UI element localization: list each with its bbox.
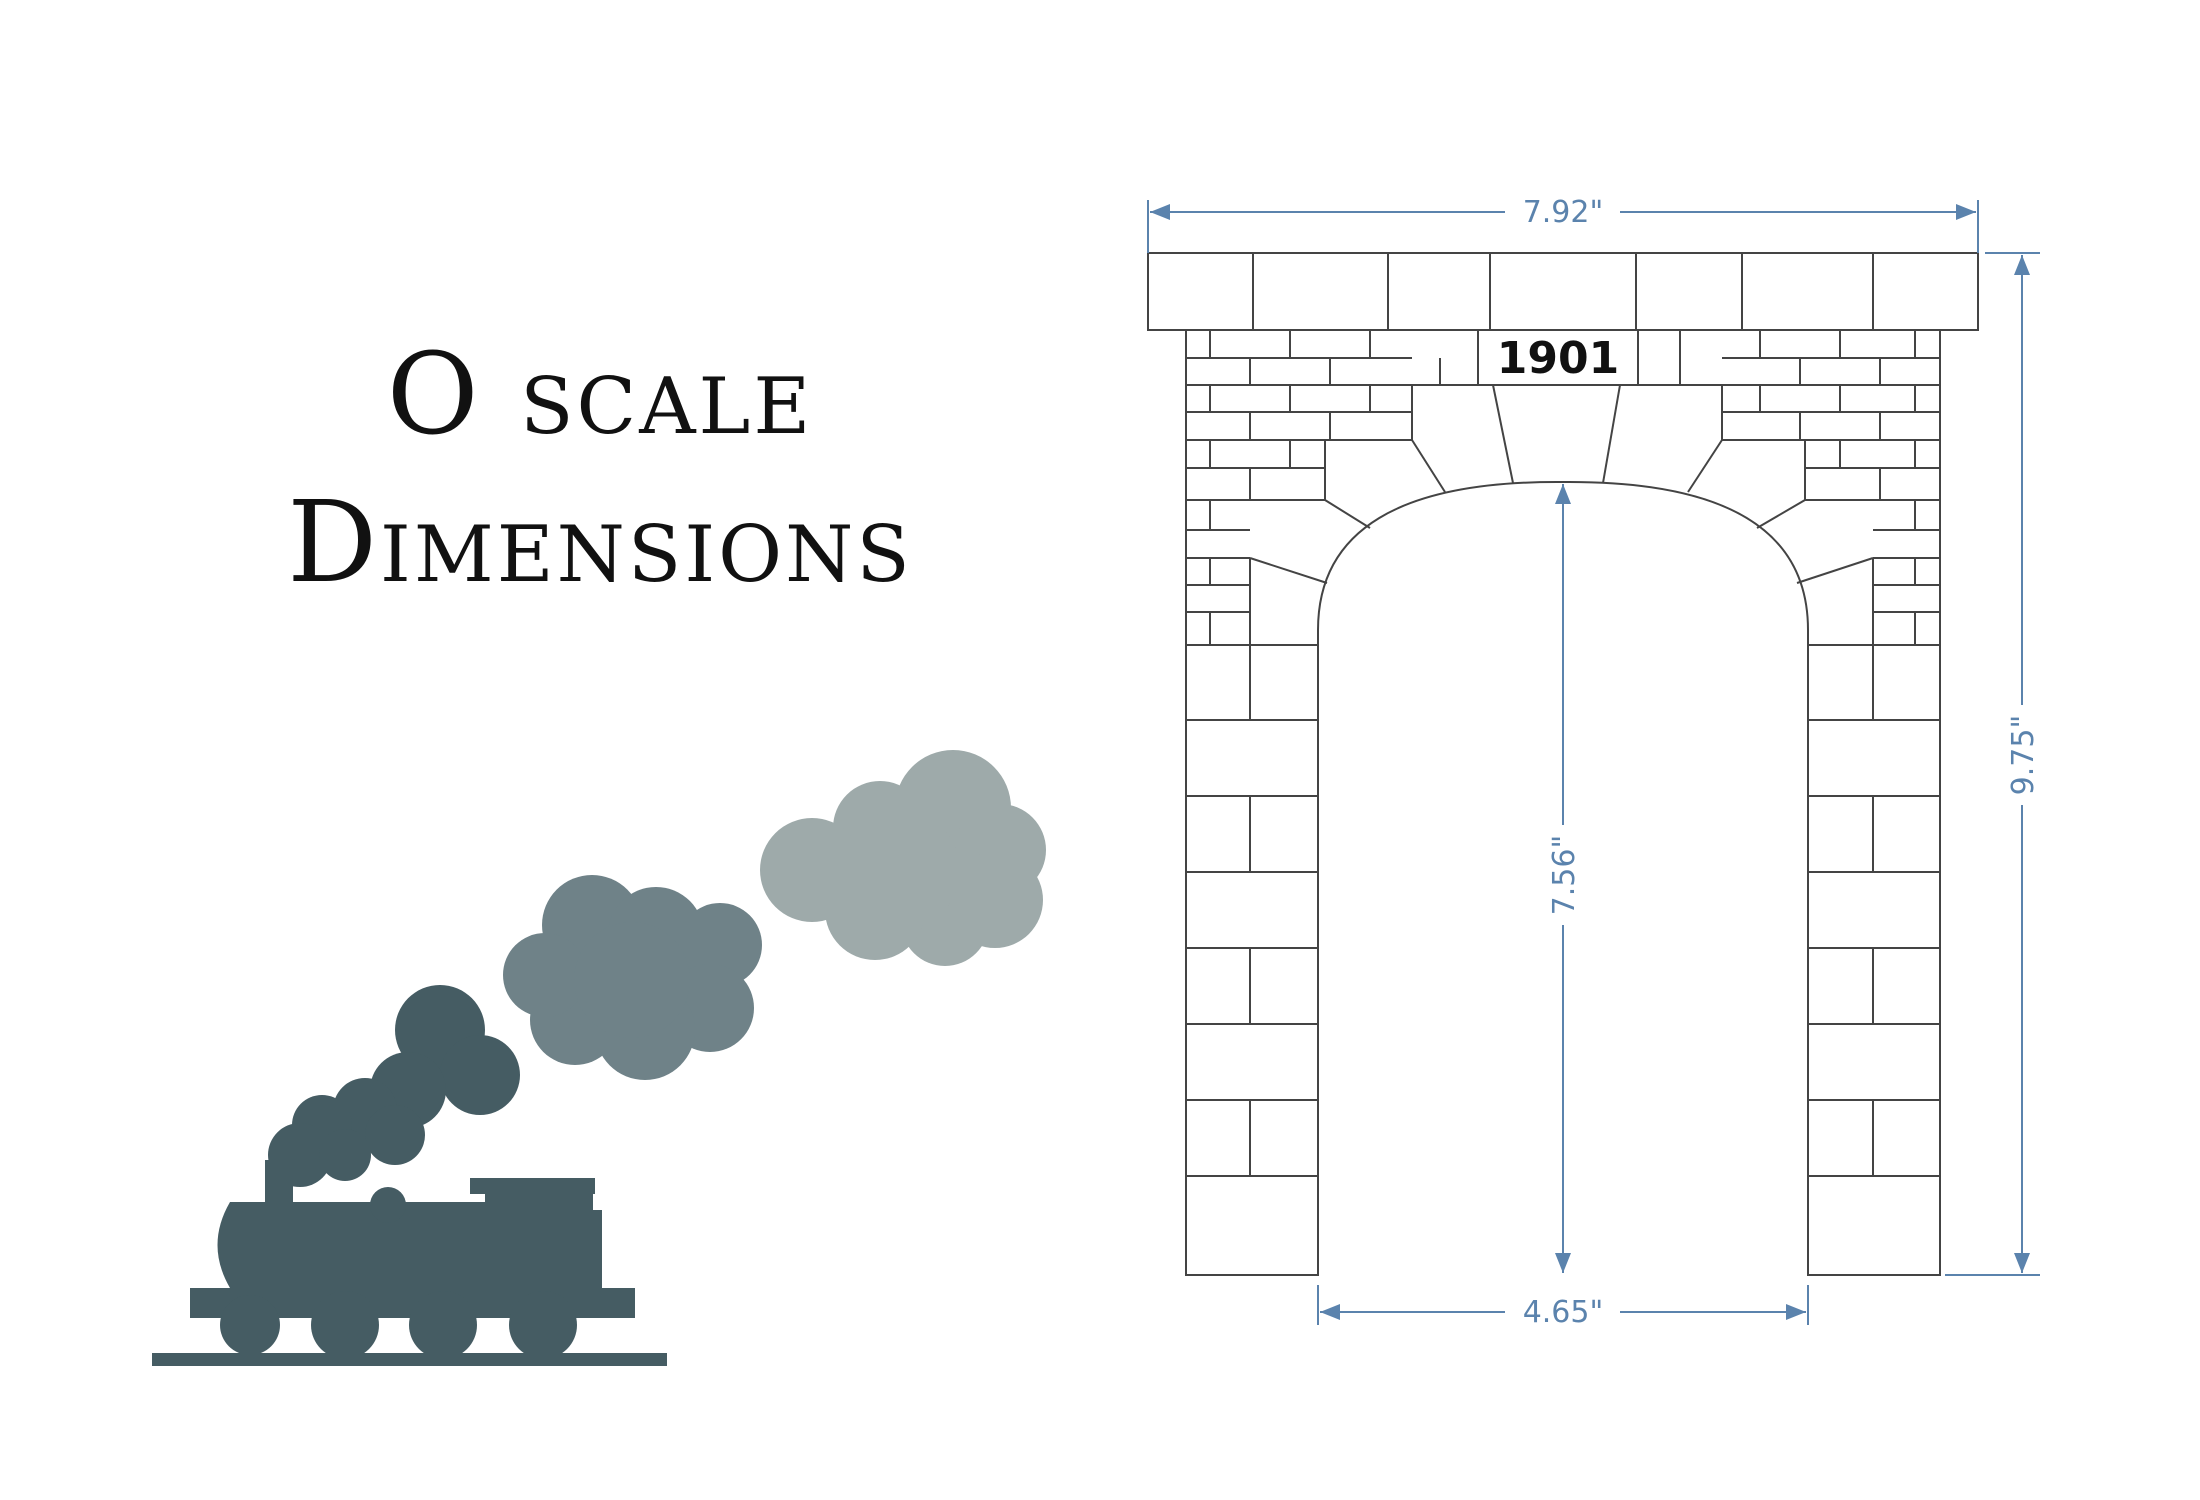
smoke-cloud-light-icon [760, 750, 1046, 966]
portal-cap [1147, 252, 1979, 331]
portal-wall [1185, 330, 1941, 1276]
dimension-overall-height [1945, 252, 2040, 1276]
date-plate [1477, 329, 1639, 386]
smoke-cloud-dark-icon [268, 985, 520, 1187]
steam-locomotive-icon [152, 1160, 667, 1366]
dimension-opening-height-label: 7.56" [1547, 835, 1582, 916]
smoke-cloud-mid-icon [503, 875, 762, 1080]
dimension-opening-width [1317, 1285, 1809, 1325]
dimension-opening-width-label: 4.65" [1523, 1295, 1604, 1330]
title-line-1: O scale [386, 330, 814, 460]
title-line-2: Dimensions [287, 478, 913, 608]
dimension-overall-width [1147, 200, 1979, 253]
date-plate-text: 1901 [1497, 333, 1619, 384]
portal-stonework [1147, 252, 1979, 1276]
dimension-overall-width-label: 7.92" [1523, 195, 1604, 230]
dimension-overall-height-label: 9.75" [2006, 715, 2041, 796]
